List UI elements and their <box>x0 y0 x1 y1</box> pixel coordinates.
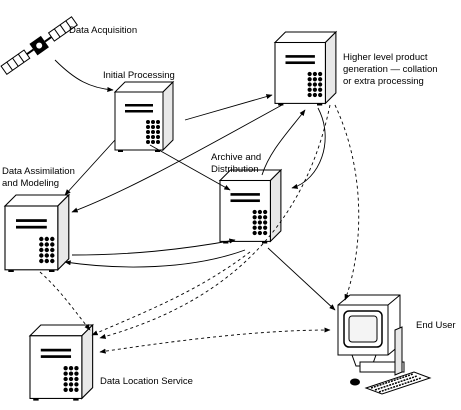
label-higher-level-line: generation — collation <box>343 64 438 75</box>
dashed-location-to-user <box>99 327 331 354</box>
dashed-higher-to-user <box>334 104 360 301</box>
label-higher-level-line: Higher level product <box>343 52 428 63</box>
label-higher-level: Higher level product generation — collat… <box>343 52 438 88</box>
server-tower-icon <box>219 169 282 245</box>
label-assimilation-line: Data Assimilation <box>2 166 75 177</box>
arrow-higher-to-archive <box>291 107 326 189</box>
label-higher-level-line: or extra processing <box>343 76 424 87</box>
keyboard-icon <box>364 371 432 395</box>
arrow-acquisition-to-initial <box>54 59 114 93</box>
label-archive-line: Archive and <box>211 152 262 163</box>
server-tower-icon <box>4 194 70 273</box>
arrow-initial-to-archive <box>149 144 231 191</box>
computer-workstation-icon <box>337 294 405 376</box>
label-archive-line: Distribution <box>211 164 259 175</box>
arrow-archive-to-assimilation <box>64 249 246 268</box>
label-assimilation-line: and Modeling <box>2 178 60 189</box>
mouse-icon <box>350 378 360 386</box>
arrow-assimilation-to-archive <box>71 238 236 256</box>
dashed-assimilation-to-location <box>39 271 91 331</box>
arrow-initial-to-higher <box>184 94 273 121</box>
arrow-initial-to-assimilation <box>64 139 116 196</box>
label-end-user: End User <box>416 320 456 331</box>
label-data-acquisition: Data Acquisition <box>69 25 138 36</box>
dashed-archive-to-location <box>91 251 251 336</box>
arrow-higher-to-assimilation <box>71 104 283 213</box>
label-initial-processing: Initial Processing <box>103 70 175 81</box>
dashed-higher-to-location <box>99 104 331 339</box>
server-tower-icon <box>29 324 94 402</box>
server-tower-icon <box>114 81 174 153</box>
label-assimilation: Data Assimilation and Modeling <box>2 166 75 190</box>
arrow-archive-to-user <box>267 247 336 311</box>
server-tower-icon <box>274 31 337 107</box>
label-data-location: Data Location Service <box>100 376 193 387</box>
label-archive: Archive and Distribution <box>211 152 261 176</box>
satellite-icon <box>0 16 78 76</box>
arrow-archive-to-higher <box>261 109 306 176</box>
